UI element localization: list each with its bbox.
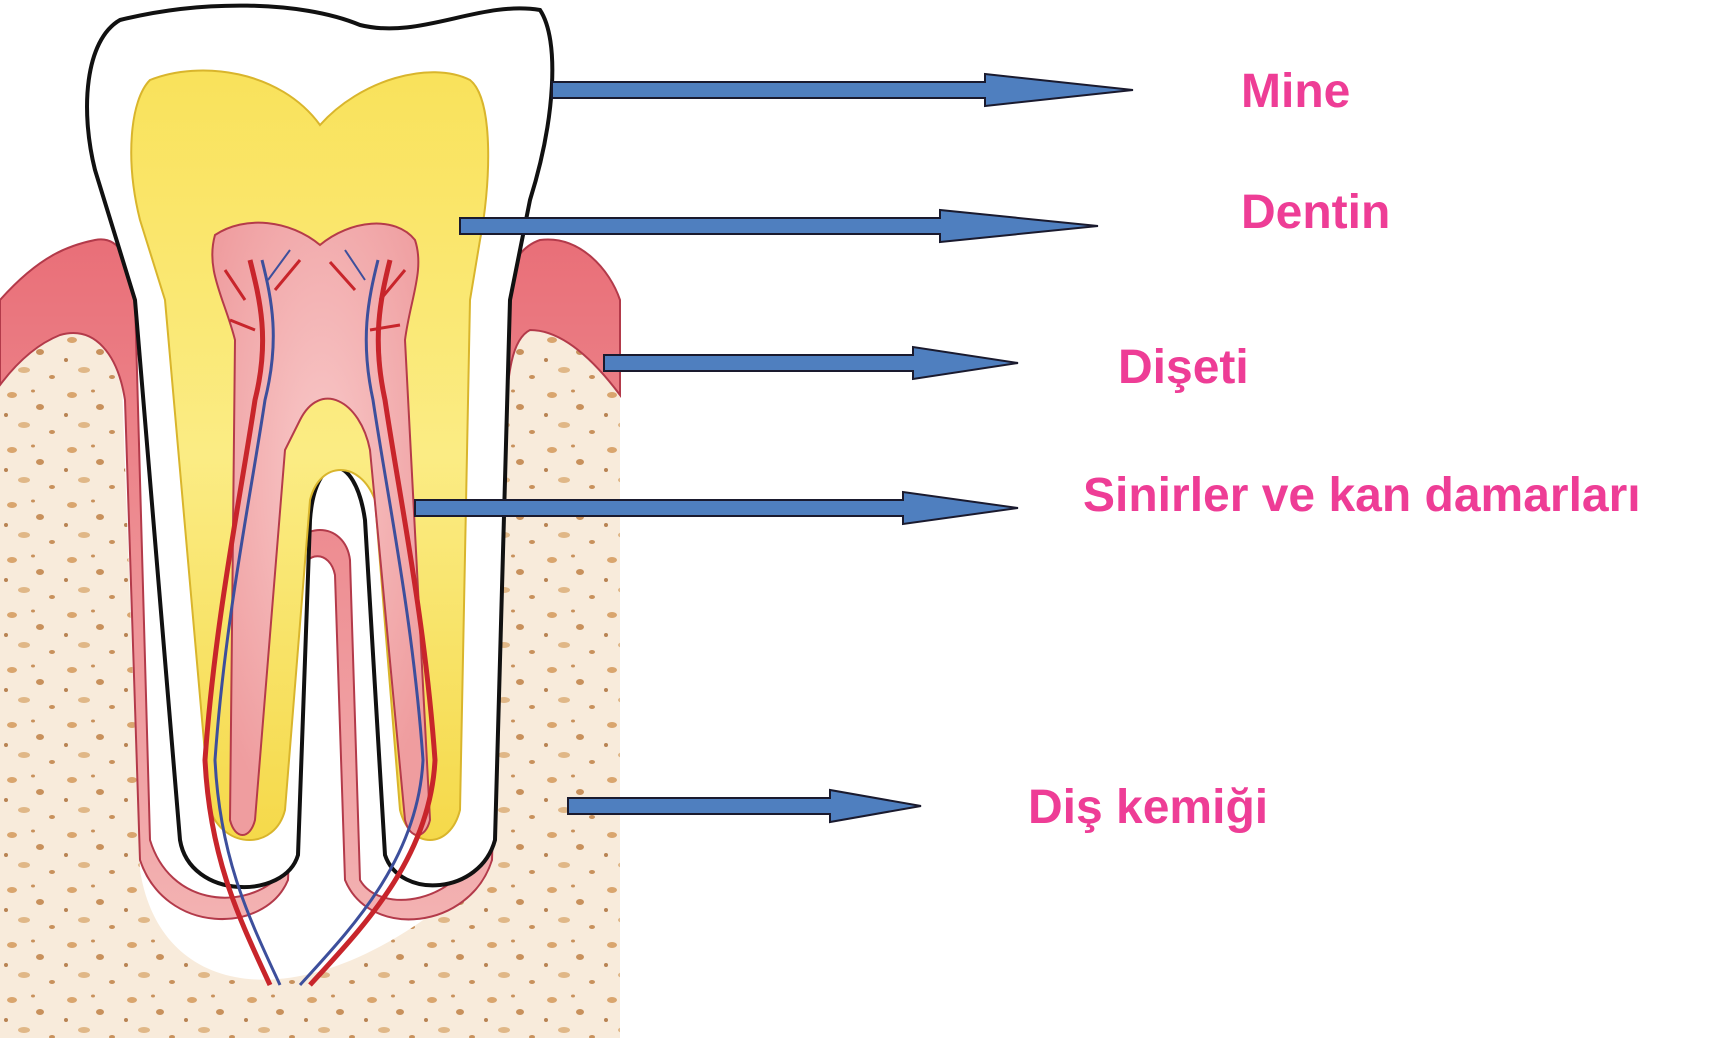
right-arrow-icon bbox=[568, 790, 921, 822]
label-nerves-and-vessels: Sinirler ve kan damarları bbox=[1083, 472, 1641, 520]
arrow-gum bbox=[604, 347, 1018, 379]
arrow-dentin bbox=[460, 210, 1098, 242]
arrow-bone bbox=[568, 790, 921, 822]
arrow-enamel bbox=[552, 74, 1133, 106]
right-arrow-icon bbox=[604, 347, 1018, 379]
label-dentin: Dentin bbox=[1241, 189, 1390, 237]
right-arrow-icon bbox=[552, 74, 1133, 106]
label-bone: Diş kemiği bbox=[1028, 784, 1268, 832]
right-arrow-icon bbox=[460, 210, 1098, 242]
label-enamel: Mine bbox=[1241, 68, 1350, 116]
label-gum: Dişeti bbox=[1118, 344, 1249, 392]
